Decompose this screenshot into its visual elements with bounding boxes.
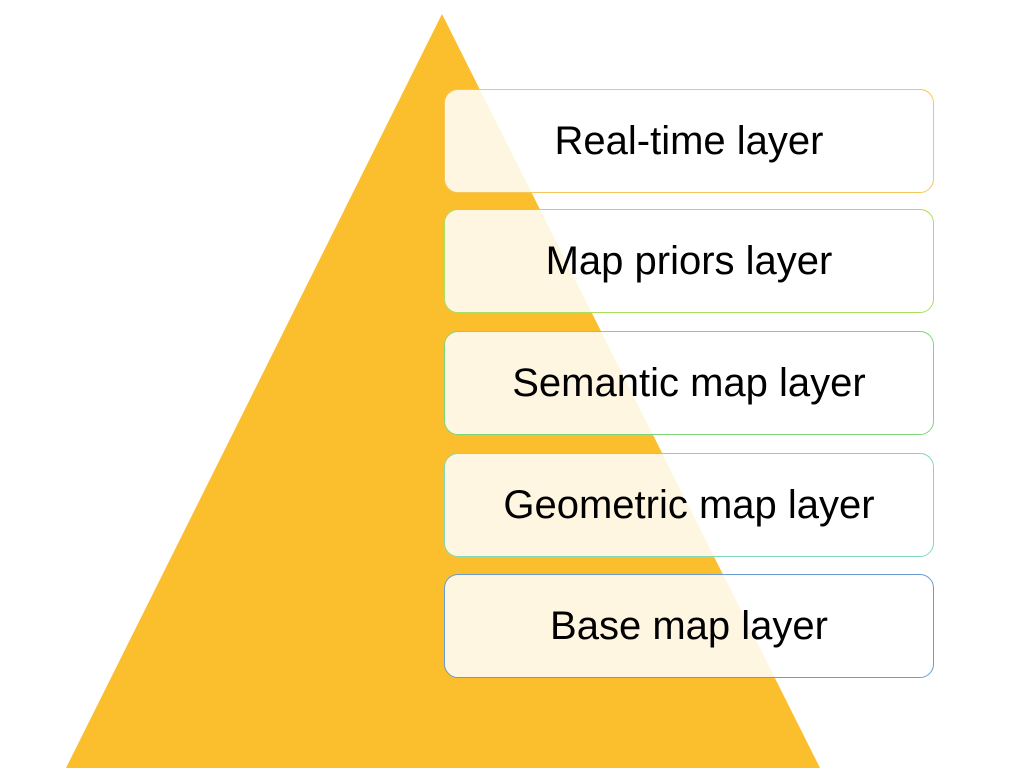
layer-box-map-priors: Map priors layer <box>444 209 934 313</box>
layer-box-base-map: Base map layer <box>444 574 934 678</box>
layer-label-map-priors: Map priors layer <box>545 238 833 283</box>
layer-box-geometric-map: Geometric map layer <box>444 453 934 557</box>
layer-label-base-map: Base map layer <box>550 603 828 648</box>
layer-label-real-time: Real-time layer <box>554 118 824 163</box>
layer-box-semantic-map: Semantic map layer <box>444 331 934 435</box>
layer-label-semantic-map: Semantic map layer <box>512 360 866 405</box>
layer-box-real-time: Real-time layer <box>444 89 934 193</box>
layer-label-geometric-map: Geometric map layer <box>503 482 875 527</box>
